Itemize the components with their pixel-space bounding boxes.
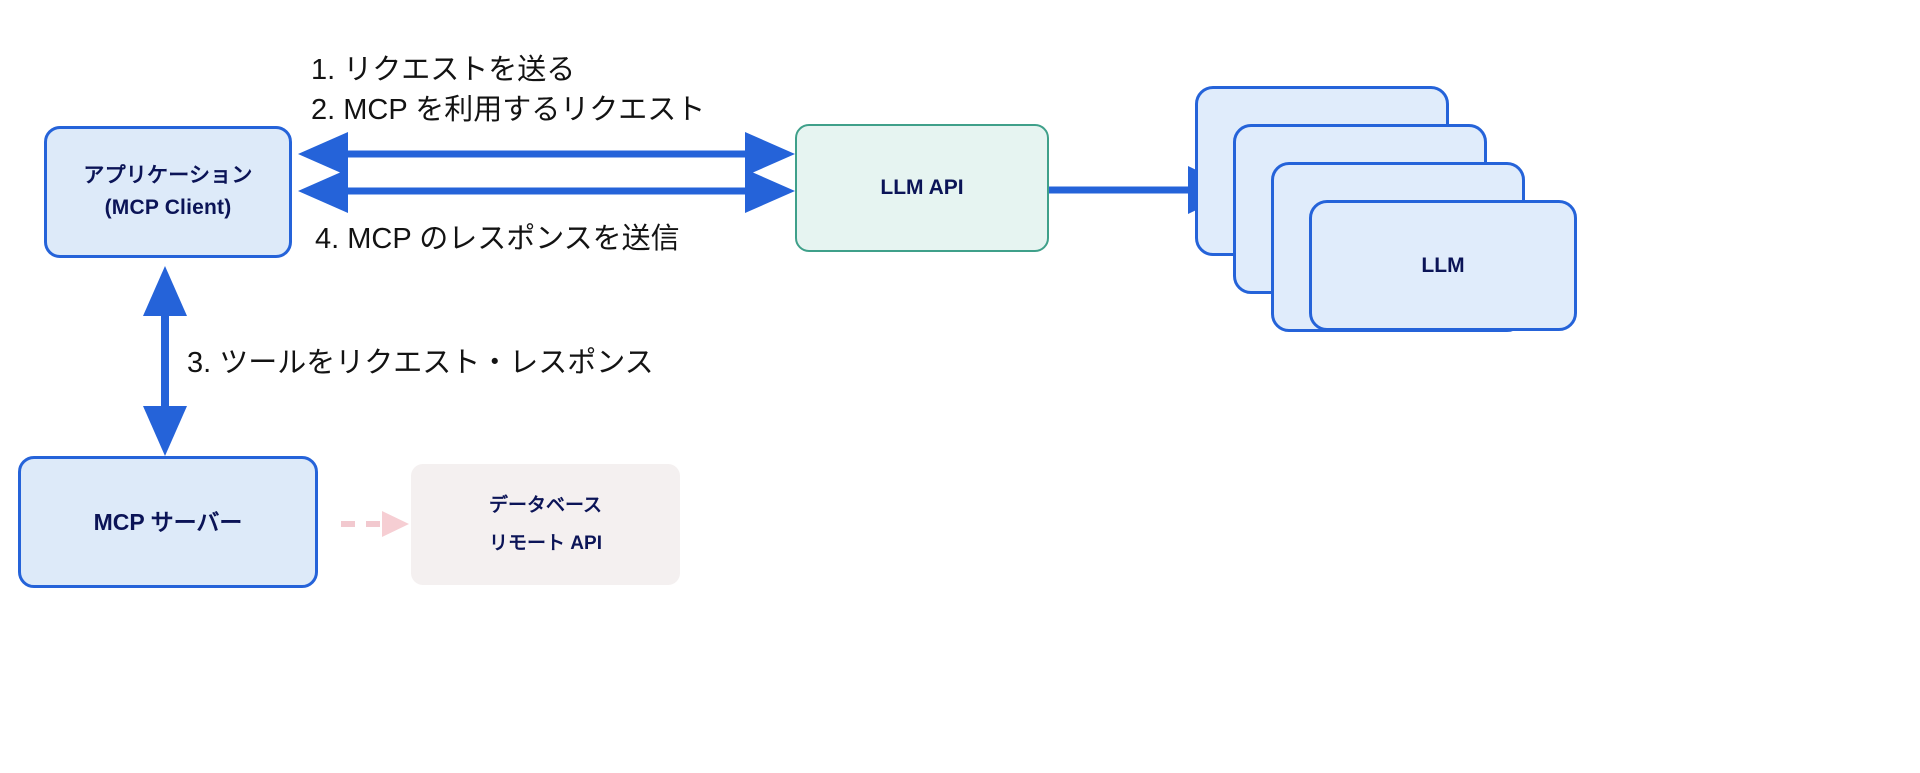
- edge-label-step4: 4. MCP のレスポンスを送信: [315, 219, 680, 259]
- node-mcp-server[interactable]: MCP サーバー: [18, 456, 318, 588]
- node-llm[interactable]: LLM: [1309, 200, 1577, 331]
- node-mcp-server-label: MCP サーバー: [93, 509, 243, 535]
- node-datastore-label-line1: データベース: [488, 494, 603, 516]
- edge-label-steps-1-2: 1. リクエストを送る 2. MCP を利用するリクエスト: [311, 50, 705, 130]
- edge-mcp-server-to-datastore: [341, 511, 409, 537]
- edge-label-step1: 1. リクエストを送る: [311, 54, 576, 86]
- edge-request-to-llm-api: [298, 132, 795, 176]
- node-application-label-line1: アプリケーション: [83, 164, 253, 187]
- node-llm-api-label: LLM API: [880, 176, 964, 199]
- edge-label-step2: 2. MCP を利用するリクエスト: [311, 94, 706, 126]
- edge-mcp-response: [298, 169, 795, 213]
- node-llm-label: LLM: [1421, 253, 1465, 277]
- edge-label-step4-text: 4. MCP のレスポンスを送信: [315, 223, 680, 255]
- edge-tool-request-response: [143, 266, 187, 456]
- node-application-label-line2: (MCP Client): [104, 196, 232, 219]
- node-datastore-remote-api[interactable]: データベース リモート API: [411, 464, 680, 585]
- edge-label-step3: 3. ツールをリクエスト・レスポンス: [187, 343, 654, 383]
- node-llm-api[interactable]: LLM API: [795, 124, 1049, 252]
- node-application-mcp-client[interactable]: アプリケーション (MCP Client): [44, 126, 292, 258]
- node-datastore-label-line2: リモート API: [489, 532, 602, 554]
- edge-label-step3-text: 3. ツールをリクエスト・レスポンス: [187, 347, 654, 379]
